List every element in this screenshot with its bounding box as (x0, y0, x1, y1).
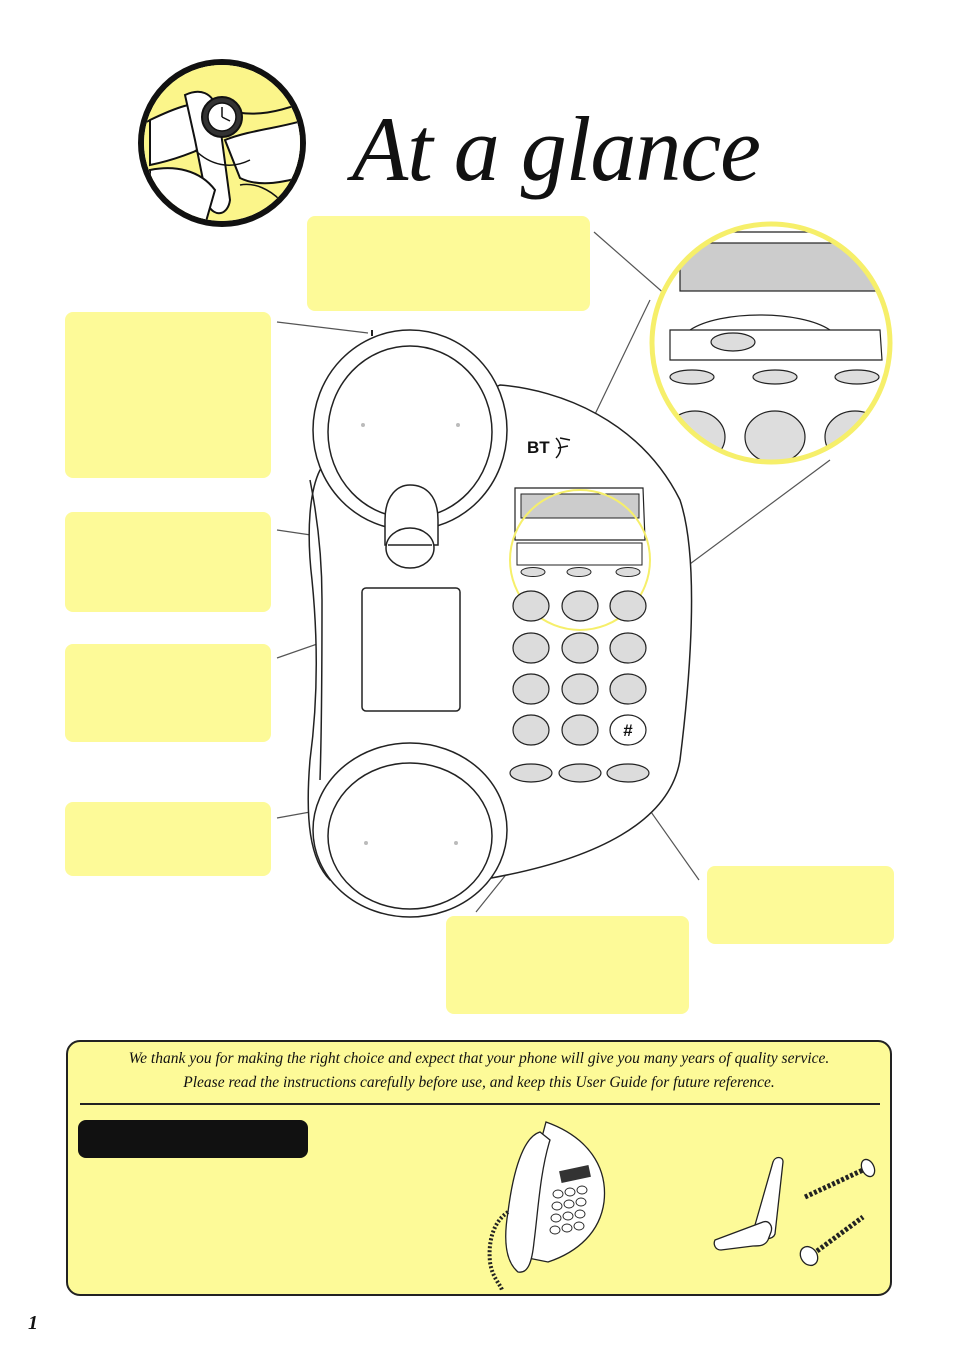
intro-line-2: Please read the instructions carefully b… (183, 1074, 775, 1091)
function-key-1[interactable] (520, 567, 546, 577)
phone-small-drawing (487, 1121, 606, 1291)
function-key-2[interactable] (566, 567, 592, 577)
callout-top-center (307, 216, 590, 311)
callout-left-3 (65, 644, 271, 742)
section-tab (78, 1120, 308, 1158)
card-window (361, 587, 461, 712)
keypad (509, 590, 650, 783)
callout-bottom-center (446, 916, 689, 1014)
handset-cup-bottom (312, 742, 508, 918)
screw-icon (799, 1158, 876, 1267)
intro-line-1: We thank you for making the right choice… (128, 1050, 830, 1067)
panel-divider (80, 1103, 880, 1105)
callout-left-4 (65, 802, 271, 876)
page-title: At a glance (352, 98, 761, 200)
info-panel: We thank you for making the right choice… (66, 1040, 892, 1296)
display-screen (520, 493, 640, 519)
magnifier-detail (649, 221, 893, 465)
brand-logo: BT (527, 438, 550, 457)
function-key-3[interactable] (615, 567, 641, 577)
highlight-ring (509, 489, 651, 631)
handset-cup-top (312, 329, 508, 569)
watch-hand-icon (138, 59, 306, 227)
phone-illustration: BT # (138, 59, 893, 918)
hash-key-label: # (623, 721, 633, 740)
callout-bottom-right (707, 866, 894, 944)
page-number: 1 (28, 1312, 38, 1334)
wall-plugs-and-screws (713, 1156, 876, 1267)
wall-plug-icon (713, 1156, 784, 1251)
callout-left-2 (65, 512, 271, 612)
callout-left-1 (65, 312, 271, 478)
